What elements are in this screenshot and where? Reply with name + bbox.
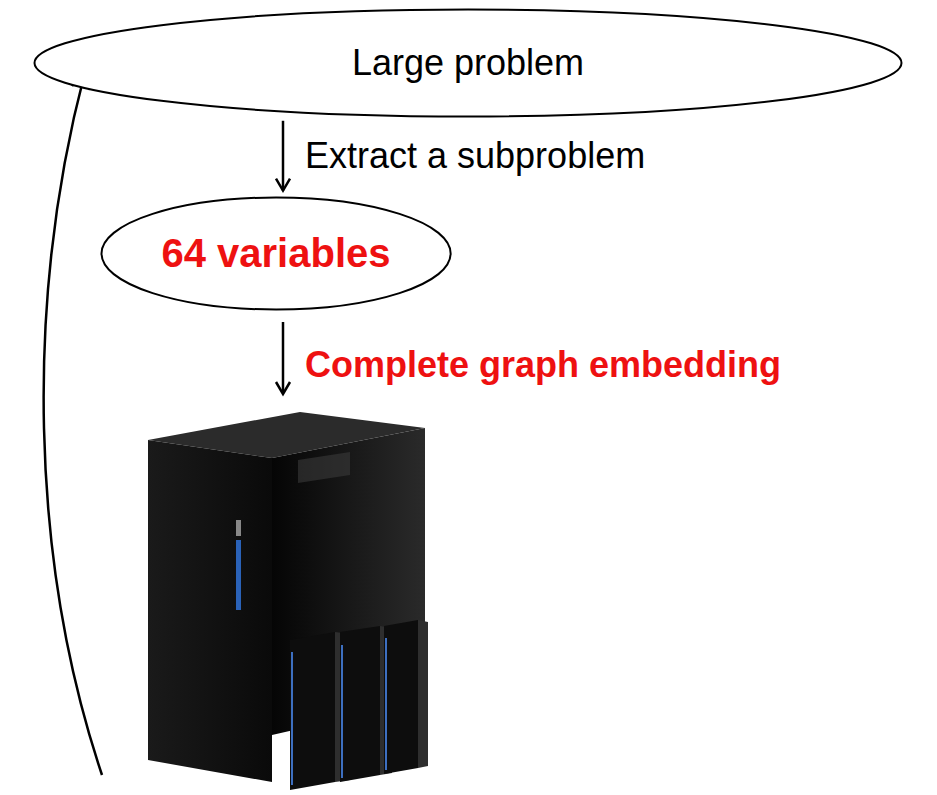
step-label: Complete graph embedding: [305, 344, 781, 386]
flow-arrow: [276, 121, 290, 191]
node-text: Large problem: [352, 42, 584, 84]
quantum-computer-illustration: [148, 412, 428, 790]
embedding-arrow: [276, 322, 290, 394]
problem-ellipse: Large problem: [33, 8, 903, 118]
subproblem-ellipse: 64 variables: [100, 196, 452, 311]
feedback-arrow: [44, 70, 102, 775]
edge-label: Extract a subproblem: [305, 135, 645, 177]
node-text: 64 variables: [161, 231, 390, 276]
